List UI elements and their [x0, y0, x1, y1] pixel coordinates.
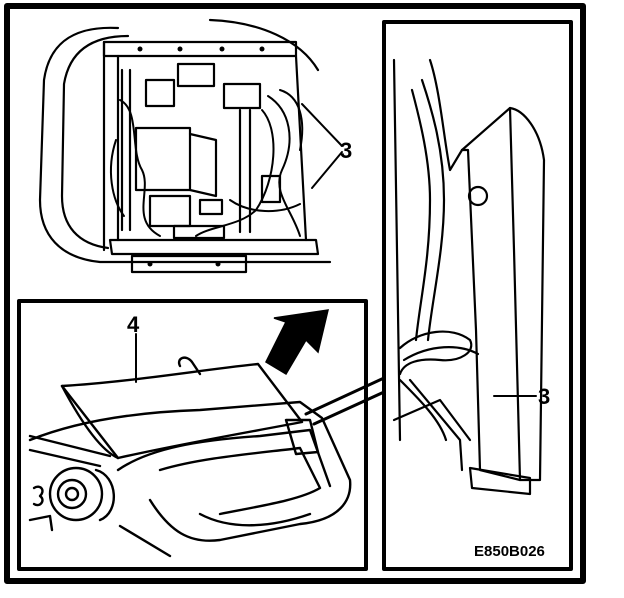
wall-edge: [392, 58, 402, 442]
tray-rim: [116, 428, 332, 488]
connector-c: [172, 224, 226, 240]
inset-detail-view: [28, 356, 352, 558]
leader-line: [301, 103, 343, 147]
leader-line: [311, 151, 343, 189]
motor-block: [134, 126, 192, 192]
cable-loop: [398, 330, 473, 376]
rear-post: [177, 356, 202, 376]
wire-1: [119, 99, 161, 237]
knob-inner: [64, 486, 80, 502]
tray-inner: [158, 446, 322, 516]
seat-cushion-outline: [38, 26, 332, 264]
seat-frame-top-rail: [102, 40, 298, 58]
right-detail-frame: [382, 20, 573, 571]
callout-3-right: 3: [538, 384, 550, 409]
bolt-left: [32, 485, 44, 507]
bracket-pillar: [460, 106, 522, 482]
wire-5: [229, 199, 301, 213]
wire-2: [267, 95, 301, 237]
seat-bolts: [137, 46, 265, 267]
callout-3-top: 3: [340, 138, 352, 163]
bracket-hole: [467, 185, 489, 207]
knob-outer: [48, 466, 104, 522]
wire-3: [195, 109, 275, 237]
tray-outer: [28, 400, 352, 542]
zoom-connector-lines: [304, 376, 386, 426]
knob-side: [94, 468, 116, 522]
seat-front-bar: [130, 254, 248, 274]
bolt: [177, 46, 183, 52]
upper-motor-right: [222, 82, 262, 110]
base-plate: [468, 466, 532, 496]
seat-back-edge: [208, 18, 320, 72]
outer-frame: [4, 3, 586, 584]
bracket-flange: [428, 58, 464, 172]
direction-arrow-icon: [265, 309, 329, 376]
lower-frame-rail: [408, 378, 464, 472]
cover-panel-underside: [60, 384, 120, 460]
bolt-left-lower: [28, 514, 54, 532]
bolt: [259, 46, 265, 52]
seat-frame-bottom-rail: [108, 238, 320, 256]
connector-a: [198, 198, 224, 216]
cable-bundle-upper: [410, 88, 432, 342]
gear-track-right: [238, 108, 252, 234]
bolt: [219, 46, 225, 52]
zoom-line-lower: [312, 390, 386, 426]
lower-frame-left: [392, 398, 472, 442]
cable-loop-2: [402, 346, 480, 362]
wire-4: [279, 89, 304, 151]
motor-mount: [148, 194, 192, 228]
gear-track-left: [120, 68, 132, 232]
callout-3-top-leaders: [301, 103, 343, 189]
cable-lower: [398, 378, 448, 442]
cover-panel: [60, 362, 304, 460]
upper-motor-left: [144, 78, 176, 108]
upper-box: [176, 62, 216, 88]
connector-clip: [284, 418, 320, 456]
bracket-pillar-edge: [508, 106, 546, 482]
seat-underside-view: [38, 18, 332, 274]
zoom-line-upper: [304, 376, 386, 416]
tray-lip: [198, 512, 312, 527]
cable-bundle-upper-2: [420, 78, 446, 342]
bolt: [137, 46, 143, 52]
bolt: [215, 261, 221, 267]
figure-code: E850B026: [474, 543, 545, 560]
inset-detail-frame: [17, 299, 368, 571]
callout-4: 4: [127, 312, 140, 337]
seat-cushion-inner: [60, 34, 130, 250]
seat-rail: [28, 434, 112, 468]
wiring-harness: [110, 89, 304, 237]
wire-6: [110, 139, 125, 217]
bottom-strap: [118, 524, 172, 558]
knob-middle: [56, 478, 88, 510]
bolt: [147, 261, 153, 267]
connector-b: [260, 174, 282, 204]
right-detail-view: [392, 58, 546, 496]
motor-block-side: [188, 132, 218, 198]
